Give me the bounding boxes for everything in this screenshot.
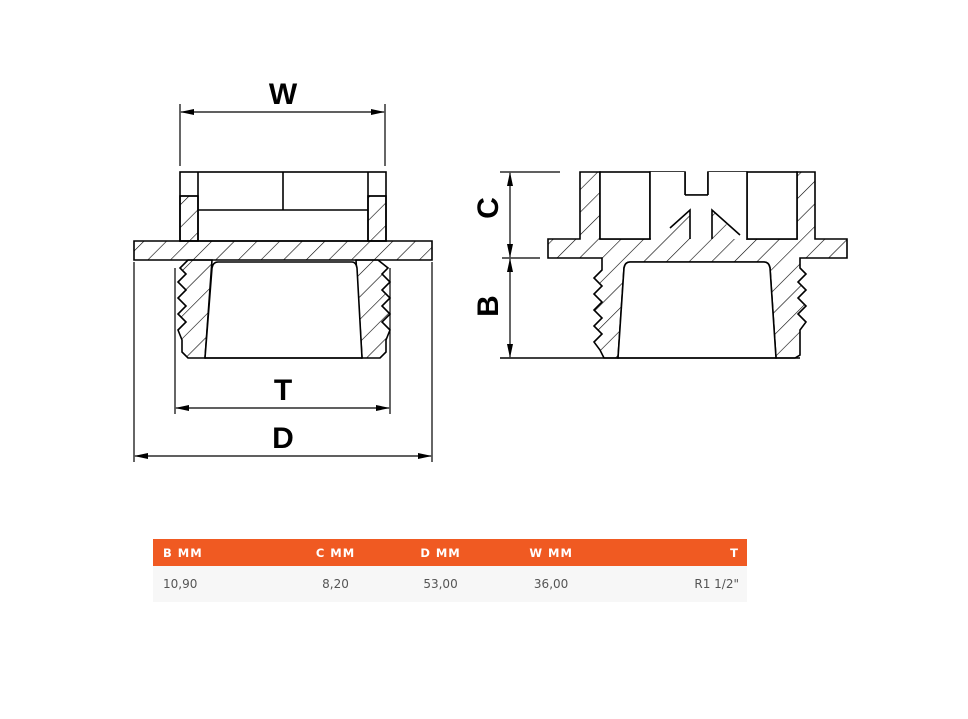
cell-w: 36,00 [493, 566, 609, 602]
dimension-label-w: W [269, 78, 298, 111]
dimension-label-d: D [272, 422, 294, 455]
dimension-label-b: B [472, 295, 505, 317]
column-header-c: C MM [283, 539, 388, 566]
dimension-label-t: T [274, 374, 292, 407]
cell-b: 10,90 [153, 566, 284, 602]
table-header-row: B MM C MM D MM W MM T [153, 539, 747, 566]
spec-table: B MM C MM D MM W MM T 10,90 8,20 53,00 3… [153, 539, 747, 602]
front-view [133, 104, 433, 462]
column-header-d: D MM [387, 539, 494, 566]
column-header-b: B MM [153, 539, 284, 566]
technical-drawing: W T D C B [133, 78, 848, 462]
cell-t: R1 1/2" [608, 566, 747, 602]
column-header-t: T [608, 539, 747, 566]
cell-c: 8,20 [283, 566, 388, 602]
table-row: 10,90 8,20 53,00 36,00 R1 1/2" [153, 566, 747, 602]
dimension-label-c: C [472, 197, 505, 219]
column-header-w: W MM [493, 539, 609, 566]
side-view [500, 171, 848, 359]
cell-d: 53,00 [387, 566, 494, 602]
